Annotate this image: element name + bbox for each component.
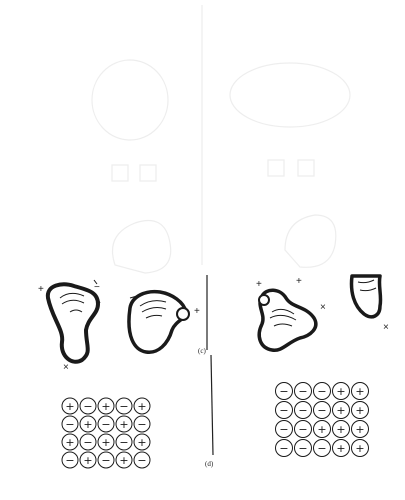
ion-sign: − [119,436,128,449]
ion-sign: + [355,404,364,417]
charge-x-label: × [63,362,69,373]
faded-block [298,160,314,176]
ion-sign: + [336,404,345,417]
ion-sign: + [317,423,326,436]
faded-circle-left [92,60,168,140]
charge-x-label: × [383,322,389,333]
ion-sign: + [137,436,146,449]
ion-sign: − [279,423,288,436]
ion-sign: − [83,436,92,449]
ion-sign: − [83,400,92,413]
faded-molecule-right [285,215,336,267]
ion-sign: + [355,442,364,455]
ion-sign: − [298,404,307,417]
ion-sign: + [336,423,345,436]
ion-sign: + [65,400,74,413]
panel-c-molecules [48,284,189,361]
ion-grid-panel-c: +−+−+−+−+−+−+−+−+−+− [62,398,150,468]
ion-grid-panel-d: −−−++−−−++−−+++−−−++ [276,383,369,457]
ion-sign: + [336,385,345,398]
charge-plus-label: + [38,284,44,295]
ion-sign: − [137,418,146,431]
faded-ellipse-right [230,63,350,127]
dipole-ticks [94,280,137,303]
charge-plus-label: + [194,306,200,317]
charge-minus-label: − [262,342,268,353]
ion-sign: − [317,442,326,455]
panel-divider-lower [211,355,213,455]
ion-sign: − [65,454,74,467]
faded-molecule-left [113,221,171,274]
ion-sign: + [137,400,146,413]
ion-sign: + [65,436,74,449]
ion-sign: − [137,454,146,467]
panel-caption-c: (c) [198,347,206,355]
ion-sign: + [101,436,110,449]
faded-block [112,165,128,181]
charge-minus-label: − [94,282,100,293]
ion-sign: + [83,418,92,431]
ion-sign: − [279,385,288,398]
ion-sign: + [119,418,128,431]
ion-sign: − [65,418,74,431]
panel-caption-d: (d) [205,460,213,468]
panel-d-molecules [259,276,381,350]
faded-block [140,165,156,181]
hydrogen-atom [177,308,189,320]
ion-sign: − [279,404,288,417]
charge-x-label: × [320,302,326,313]
ion-sign: − [317,404,326,417]
ion-sign: + [355,423,364,436]
ion-sign: − [101,418,110,431]
ion-sign: + [101,400,110,413]
ion-sign: − [298,385,307,398]
ion-sign: − [279,442,288,455]
ion-sign: − [317,385,326,398]
ion-sign: − [298,423,307,436]
charge-plus-label: + [296,276,302,287]
ion-sign: − [119,400,128,413]
ion-sign: + [336,442,345,455]
faded-block [268,160,284,176]
faded-top-region [92,5,350,273]
water-molecule-c1 [48,284,98,361]
ion-sign: − [298,442,307,455]
charge-plus-label: + [256,279,262,290]
hydrogen-atom [259,295,269,305]
ion-sign: + [355,385,364,398]
ion-sign: − [101,454,110,467]
ion-sign: + [83,454,92,467]
ion-sign: + [119,454,128,467]
